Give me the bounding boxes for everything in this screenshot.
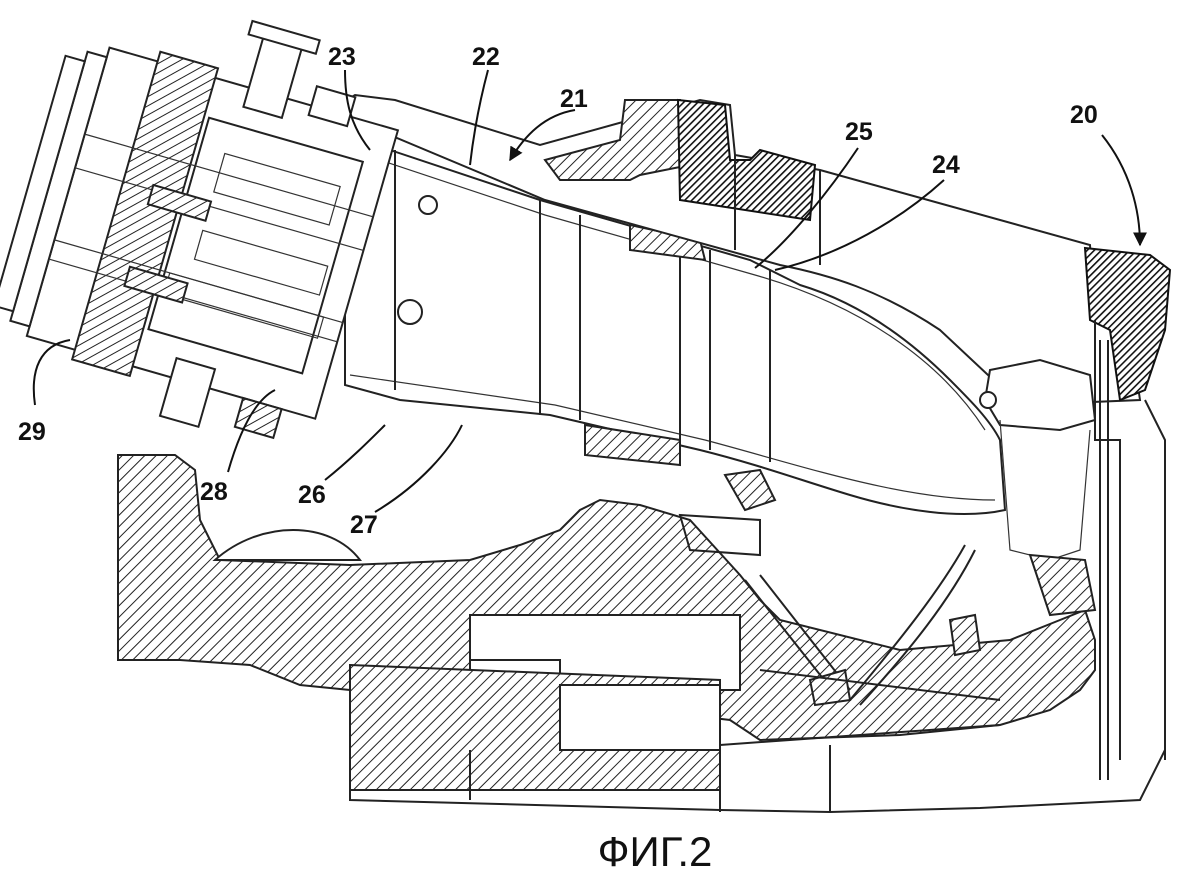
label-29: 29 <box>18 418 46 446</box>
lower-casing <box>117 454 1166 814</box>
label-26: 26 <box>298 481 326 509</box>
label-22: 22 <box>472 43 500 71</box>
label-20: 20 <box>1070 101 1098 129</box>
leader-lines <box>32 69 1147 513</box>
reference-numerals: 20 21 22 23 24 25 26 27 28 29 <box>18 43 1098 539</box>
label-21: 21 <box>560 85 588 113</box>
label-24: 24 <box>932 151 960 179</box>
label-28: 28 <box>200 478 228 506</box>
label-25: 25 <box>845 118 873 146</box>
figure-caption: ФИГ.2 <box>598 828 713 872</box>
end-cover-assembly <box>0 19 400 440</box>
combustor-liner <box>344 133 1007 515</box>
upper-casing <box>327 93 1172 780</box>
label-23: 23 <box>328 43 356 71</box>
label-27: 27 <box>350 511 378 539</box>
turbine-inlet-struts <box>678 468 1001 707</box>
